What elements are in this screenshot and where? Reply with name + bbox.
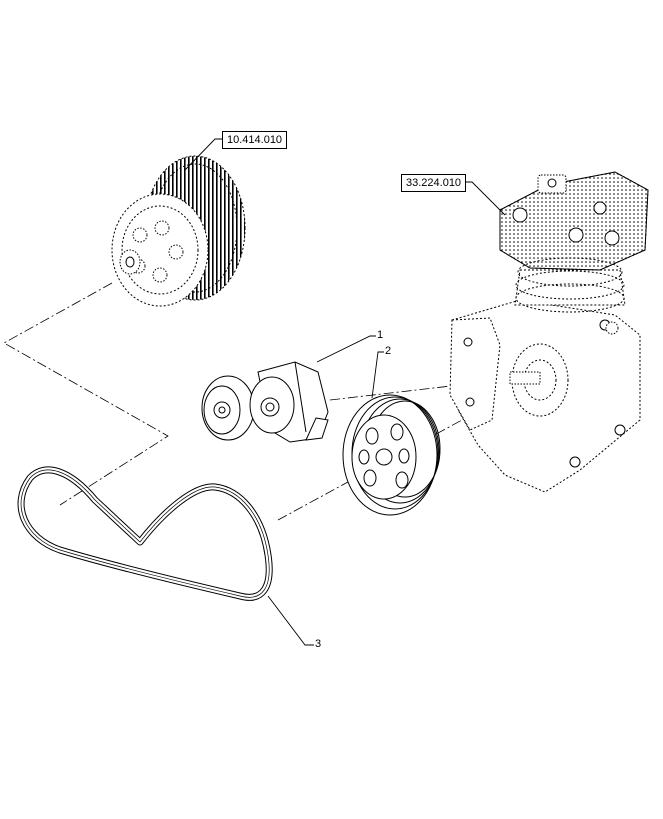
callout-number-1: 1 <box>377 329 384 341</box>
callout-number-3: 3 <box>315 638 322 650</box>
hub-bolts <box>130 220 184 283</box>
reference-label-air-compressor[interactable]: 33.224.010 <box>401 174 467 192</box>
drive-belt <box>17 466 273 601</box>
compressor-pulley <box>342 394 441 516</box>
callout-number-2: 2 <box>385 345 392 357</box>
engine-fan-hub-pulley <box>111 155 246 307</box>
leader-lines <box>184 138 506 646</box>
belt-tensioner <box>201 361 329 443</box>
pulley-holes <box>358 423 410 489</box>
air-compressor <box>449 171 649 493</box>
reference-label-engine-fan-hub[interactable]: 10.414.010 <box>222 131 288 149</box>
